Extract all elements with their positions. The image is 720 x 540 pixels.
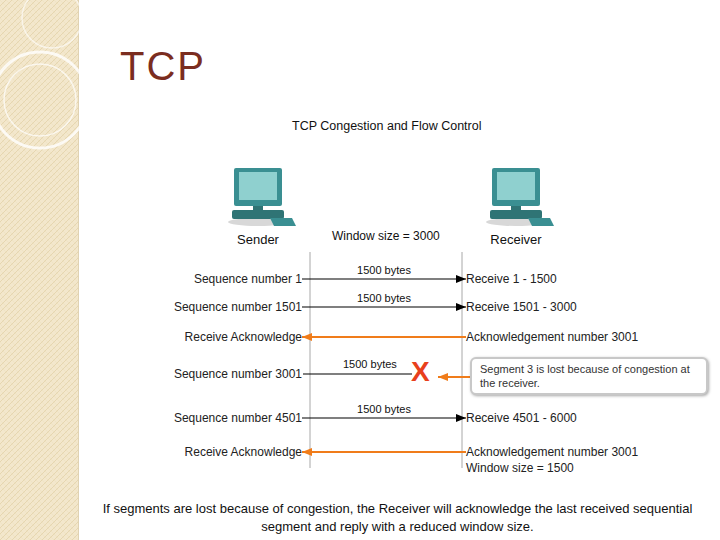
sender-event: Sequence number 4501 [140, 410, 302, 426]
sender-event: Sequence number 1 [140, 271, 302, 287]
segment-size-label: 1500 bytes [343, 358, 397, 370]
segment-size-label: 1500 bytes [357, 403, 411, 415]
message-arrow [302, 336, 466, 338]
sender-lifeline [310, 252, 311, 468]
message-arrow [302, 417, 466, 418]
node-text: Window size = 1500 [466, 460, 666, 476]
node-text: Acknowledgement number 3001 [466, 444, 666, 460]
sender-event: Sequence number 1501 [140, 299, 302, 315]
message-arrow [302, 306, 466, 307]
computer-icon [228, 168, 296, 226]
computer-icon [486, 168, 554, 226]
node-text: Sender [213, 232, 303, 248]
receiver-event: Receive 1 - 1500 [466, 271, 666, 287]
node-text: Receive Acknowledge [140, 444, 302, 460]
decorative-circle [22, 0, 82, 48]
receiver-lifeline [462, 252, 463, 468]
node-text: Segment 3 is lost because of congestion … [480, 362, 698, 390]
receiver-event: Acknowledgement number 3001 [466, 329, 666, 345]
sender-event: Sequence number 3001 [140, 366, 302, 382]
decorative-strip [0, 0, 78, 540]
strip-border [78, 0, 79, 540]
message-arrow [302, 278, 466, 279]
loss-mark: X [411, 356, 430, 388]
callout-pointer [438, 376, 470, 378]
node-text: Receive 4501 - 6000 [466, 410, 666, 426]
callout-box: Segment 3 is lost because of congestion … [470, 357, 708, 395]
caption: If segments are lost because of congesti… [85, 500, 710, 536]
receiver-computer: Receiver [471, 168, 561, 248]
node-text: Sequence number 3001 [140, 366, 302, 382]
sender-event: Receive Acknowledge [140, 444, 302, 460]
receiver-event: Receive 1501 - 3000 [466, 299, 666, 315]
receiver-event: Acknowledgement number 3001Window size =… [466, 444, 666, 476]
figure-title: TCP Congestion and Flow Control [292, 119, 481, 133]
segment-size-label: 1500 bytes [357, 292, 411, 304]
slide-title: TCP [120, 44, 206, 89]
segment-size-label: 1500 bytes [357, 264, 411, 276]
sender-computer: Sender [213, 168, 303, 248]
node-text: Receive Acknowledge [140, 329, 302, 345]
node-text: Receiver [471, 232, 561, 248]
node-text: Sequence number 1501 [140, 299, 302, 315]
decorative-circle [4, 64, 76, 136]
node-text: Receive 1 - 1500 [466, 271, 666, 287]
node-text: Receive 1501 - 3000 [466, 299, 666, 315]
decorative-circle [0, 52, 88, 148]
window-size-label: Window size = 3000 [332, 229, 440, 243]
node-text: Sequence number 4501 [140, 410, 302, 426]
node-text: Acknowledgement number 3001 [466, 329, 666, 345]
lost-segment-line [303, 373, 412, 374]
sender-event: Receive Acknowledge [140, 329, 302, 345]
message-arrow [302, 451, 466, 453]
receiver-event: Receive 4501 - 6000 [466, 410, 666, 426]
node-text: Sequence number 1 [140, 271, 302, 287]
